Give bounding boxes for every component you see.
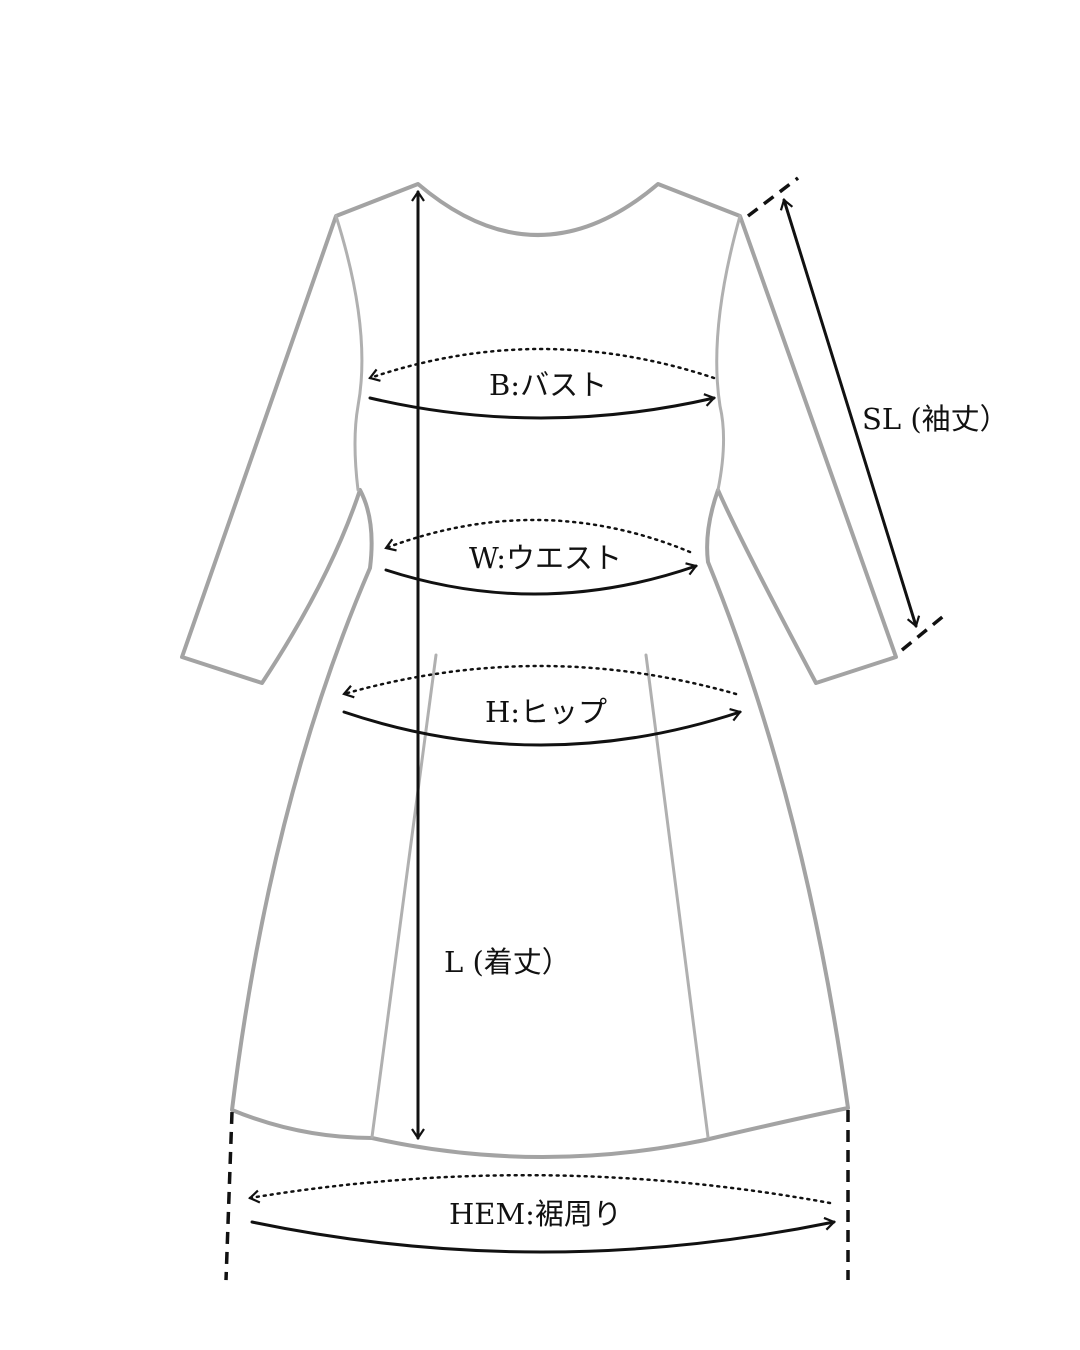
hem-label: HEM:裾周り [449, 1197, 622, 1231]
sleeve-label: SL (袖丈） [862, 402, 1009, 436]
left-armhole-seam [334, 214, 364, 492]
sleeve-bottom-guide [900, 612, 948, 652]
sleeve-top-guide [746, 176, 800, 218]
left-panel-seam [370, 653, 438, 1139]
bust-label: B:バスト [489, 368, 607, 402]
hip-front-arrow [342, 708, 742, 747]
right-armhole-seam [715, 214, 742, 492]
hem-front-arrow [250, 1216, 836, 1254]
hip-back-arrow [342, 664, 738, 699]
length-label: L (着丈） [444, 945, 571, 979]
hem-left-guide [224, 1111, 234, 1281]
waist-front-arrow [384, 562, 698, 596]
hip-label: H:ヒップ [485, 695, 607, 729]
waist-back-arrow [384, 518, 692, 554]
sleeve-length-arrow [779, 198, 921, 628]
bust-back-arrow [368, 347, 716, 382]
dress-outline [180, 182, 898, 1160]
bust-front-arrow [368, 393, 716, 420]
waist-label: W:ウエスト [469, 541, 622, 575]
right-panel-seam [644, 653, 710, 1139]
